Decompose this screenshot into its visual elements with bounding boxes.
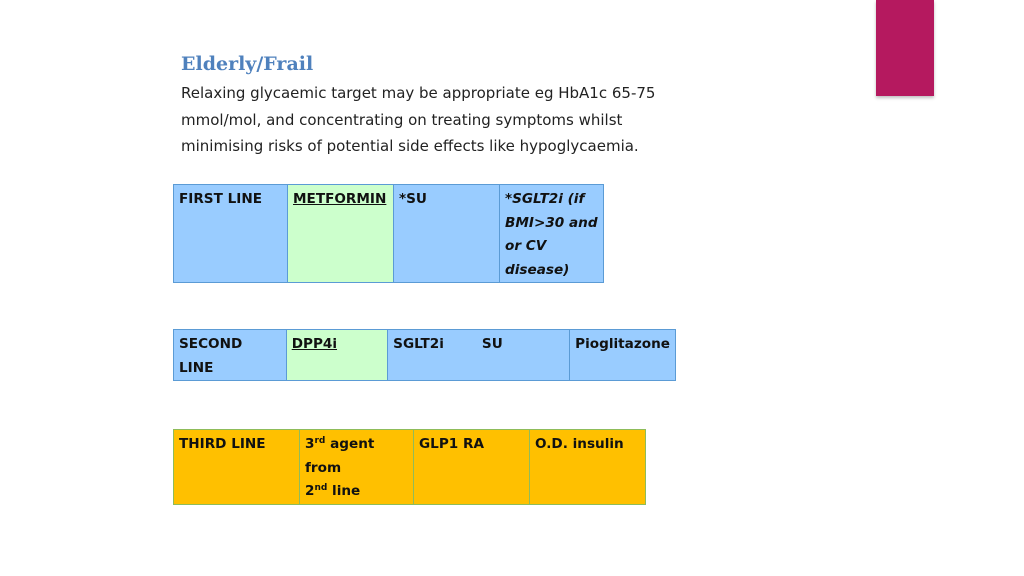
pioglitazone-text: Pioglitazone: [575, 336, 670, 352]
metformin-cell: METFORMIN: [287, 184, 394, 283]
first-line-label-cell: FIRST LINE: [173, 184, 288, 283]
accent-bar: [876, 0, 934, 96]
su-second-text: SU: [481, 336, 503, 352]
second-line-label: SECOND LINE: [179, 336, 243, 376]
third-line-table: THIRD LINE 3rd agent from 2nd line GLP1 …: [173, 429, 646, 505]
insulin-text: O.D. insulin: [535, 436, 624, 452]
glp1-text: GLP1 RA: [419, 436, 484, 452]
slide-heading: Elderly/Frail: [181, 53, 314, 75]
second-line-table: SECOND LINE DPP4i SGLT2i SU Pioglitazone: [173, 329, 676, 381]
sglt2i-line-1: *SGLT2i (if: [505, 191, 585, 207]
third-agent-line-2: 2nd line: [305, 483, 361, 499]
sglt2i-text: SGLT2i: [393, 336, 444, 352]
metformin-text: METFORMIN: [293, 191, 387, 207]
pioglitazone-cell: Pioglitazone: [569, 329, 676, 381]
sglt2i-su-cell: SGLT2i SU: [387, 329, 571, 381]
dpp4i-text: DPP4i: [291, 336, 338, 352]
sglt2i-line-2: BMI>30 and: [505, 214, 598, 231]
insulin-cell: O.D. insulin: [529, 429, 646, 505]
sglt2i-line-3: or CV: [505, 238, 547, 254]
su-text: *SU: [399, 191, 427, 207]
glp1-cell: GLP1 RA: [413, 429, 530, 505]
third-agent-line-1: 3rd agent from: [305, 436, 375, 476]
second-line-label-cell: SECOND LINE: [173, 329, 287, 381]
first-line-label: FIRST LINE: [179, 191, 262, 207]
third-agent-cell: 3rd agent from 2nd line: [299, 429, 414, 505]
slide-body-text: Relaxing glycaemic target may be appropr…: [181, 84, 656, 155]
first-line-table: FIRST LINE METFORMIN *SU *SGLT2i (if BMI…: [173, 184, 604, 283]
third-line-label: THIRD LINE: [179, 436, 266, 452]
third-line-label-cell: THIRD LINE: [173, 429, 300, 505]
sglt2i-cell: *SGLT2i (if BMI>30 and or CV disease): [499, 184, 604, 283]
dpp4i-cell: DPP4i: [285, 329, 389, 381]
su-cell: *SU: [393, 184, 500, 283]
sglt2i-line-4: disease): [505, 261, 570, 278]
